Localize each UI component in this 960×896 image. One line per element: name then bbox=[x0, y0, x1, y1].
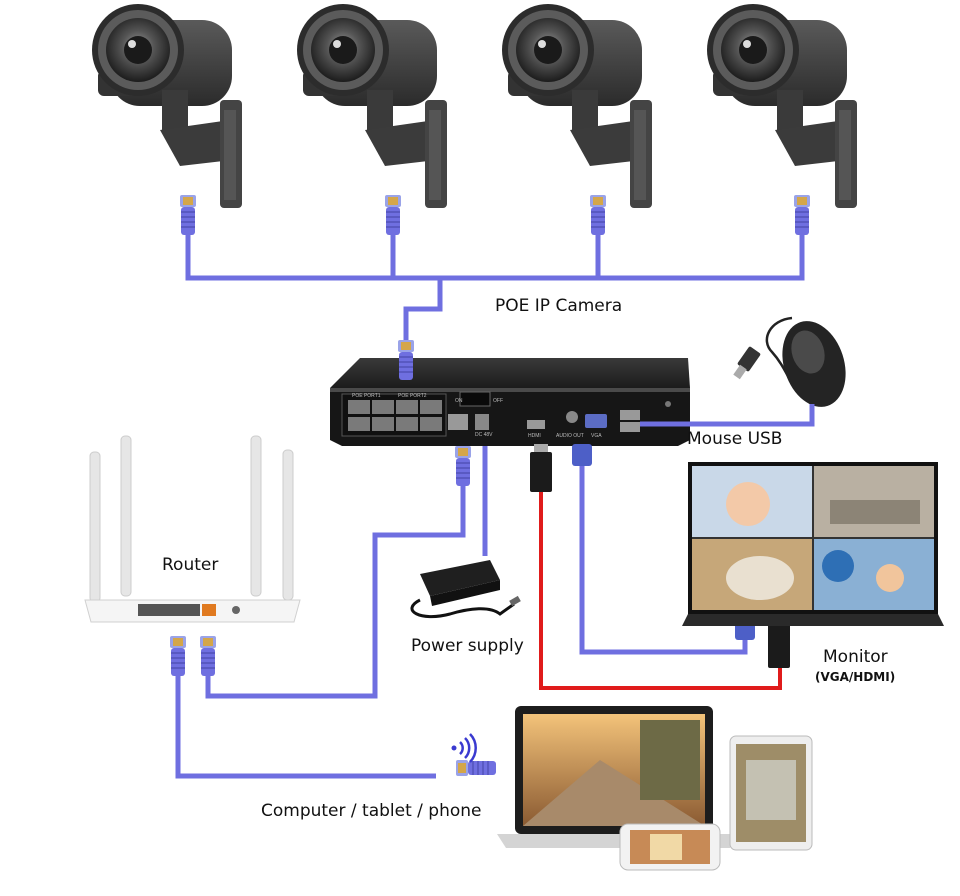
router-label: Router bbox=[162, 555, 218, 575]
nvr-recorder: POE PORT1 POE PORT2 ON OFF DC 48V HDMI A… bbox=[330, 358, 690, 446]
hdmi-label: HDMI bbox=[528, 433, 541, 439]
devices-label: Computer / tablet / phone bbox=[261, 801, 482, 821]
mouse-usb-label: Mouse USB bbox=[687, 429, 782, 449]
camera-4 bbox=[707, 4, 857, 208]
poe-camera-label: POE IP Camera bbox=[495, 296, 622, 316]
mouse-cable bbox=[640, 404, 815, 427]
dc-label: DC 48V bbox=[475, 432, 493, 438]
router-nvr-cable bbox=[205, 486, 466, 699]
poe-camera-cables bbox=[185, 235, 805, 345]
nvr-input-connector bbox=[397, 339, 415, 381]
poe-port1-label: POE PORT1 bbox=[352, 393, 381, 399]
audio-label: AUDIO OUT bbox=[556, 433, 584, 439]
switch-off-label: OFF bbox=[493, 398, 503, 404]
router-device-cable bbox=[175, 676, 436, 779]
hdmi-plug-nvr bbox=[530, 444, 552, 492]
camera-connector-2 bbox=[384, 194, 402, 236]
camera-connector-3 bbox=[589, 194, 607, 236]
monitor-sub-label: (VGA/HDMI) bbox=[815, 670, 895, 684]
vga-cable bbox=[579, 466, 748, 655]
switch-on-label: ON bbox=[455, 398, 463, 404]
vga-label: VGA bbox=[591, 433, 602, 439]
tablet bbox=[729, 735, 813, 851]
power-supply-label: Power supply bbox=[411, 636, 524, 656]
vga-plug-nvr bbox=[572, 444, 592, 466]
camera-2 bbox=[297, 4, 447, 208]
hdmi-cable bbox=[539, 490, 782, 690]
laptop bbox=[497, 706, 738, 848]
camera-3 bbox=[502, 4, 652, 208]
monitor-label: Monitor bbox=[823, 647, 888, 667]
camera-connector-4 bbox=[793, 194, 811, 236]
monitor bbox=[682, 462, 944, 626]
camera-1 bbox=[92, 4, 242, 208]
device-connector bbox=[455, 759, 497, 777]
phone bbox=[619, 823, 721, 871]
poe-port2-label: POE PORT2 bbox=[398, 393, 427, 399]
usb-mouse bbox=[733, 316, 846, 407]
nvr-connector-network bbox=[454, 445, 472, 487]
wifi-icon bbox=[451, 733, 477, 763]
power-supply bbox=[410, 560, 521, 619]
wifi-router bbox=[84, 435, 301, 623]
router-connector-2 bbox=[199, 635, 217, 677]
router-connector-1 bbox=[169, 635, 187, 677]
camera-connector-1 bbox=[179, 194, 197, 236]
